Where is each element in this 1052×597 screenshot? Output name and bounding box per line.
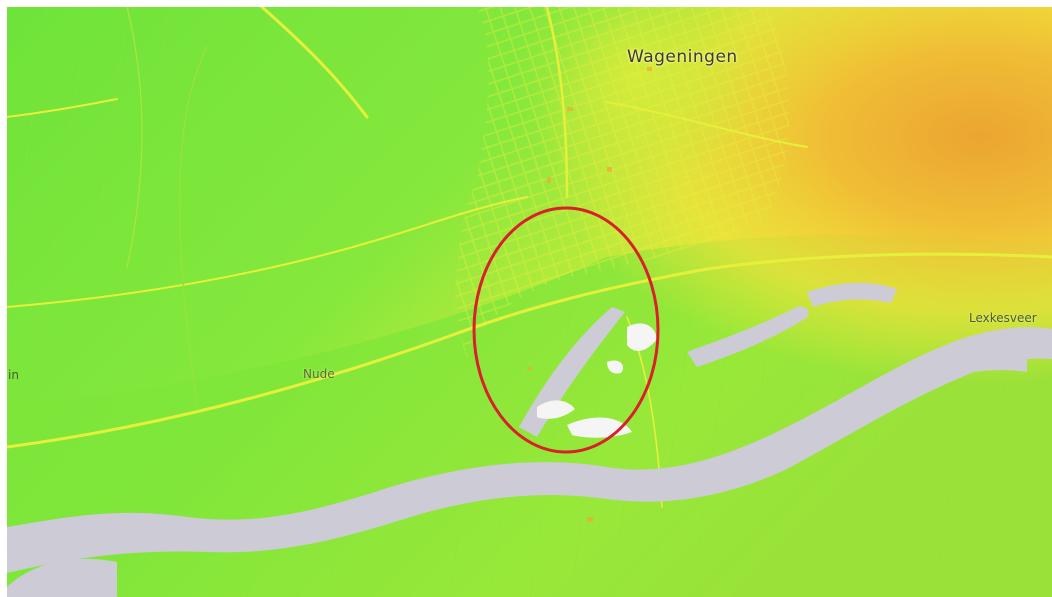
foreland-pond-east [807, 282, 897, 307]
no-data-patches [537, 323, 657, 438]
river-water [7, 327, 1052, 573]
river-edge-southwest [7, 558, 117, 597]
foreland-channel-east [907, 352, 1027, 385]
map-canvas [7, 7, 1052, 597]
elevation-map[interactable]: Wageningen Nude Lexkesveer in [7, 7, 1052, 597]
street-grid [456, 7, 790, 357]
highlight-ellipse [472, 206, 660, 454]
side-channel-middle [687, 306, 809, 367]
building-specks [527, 67, 652, 522]
